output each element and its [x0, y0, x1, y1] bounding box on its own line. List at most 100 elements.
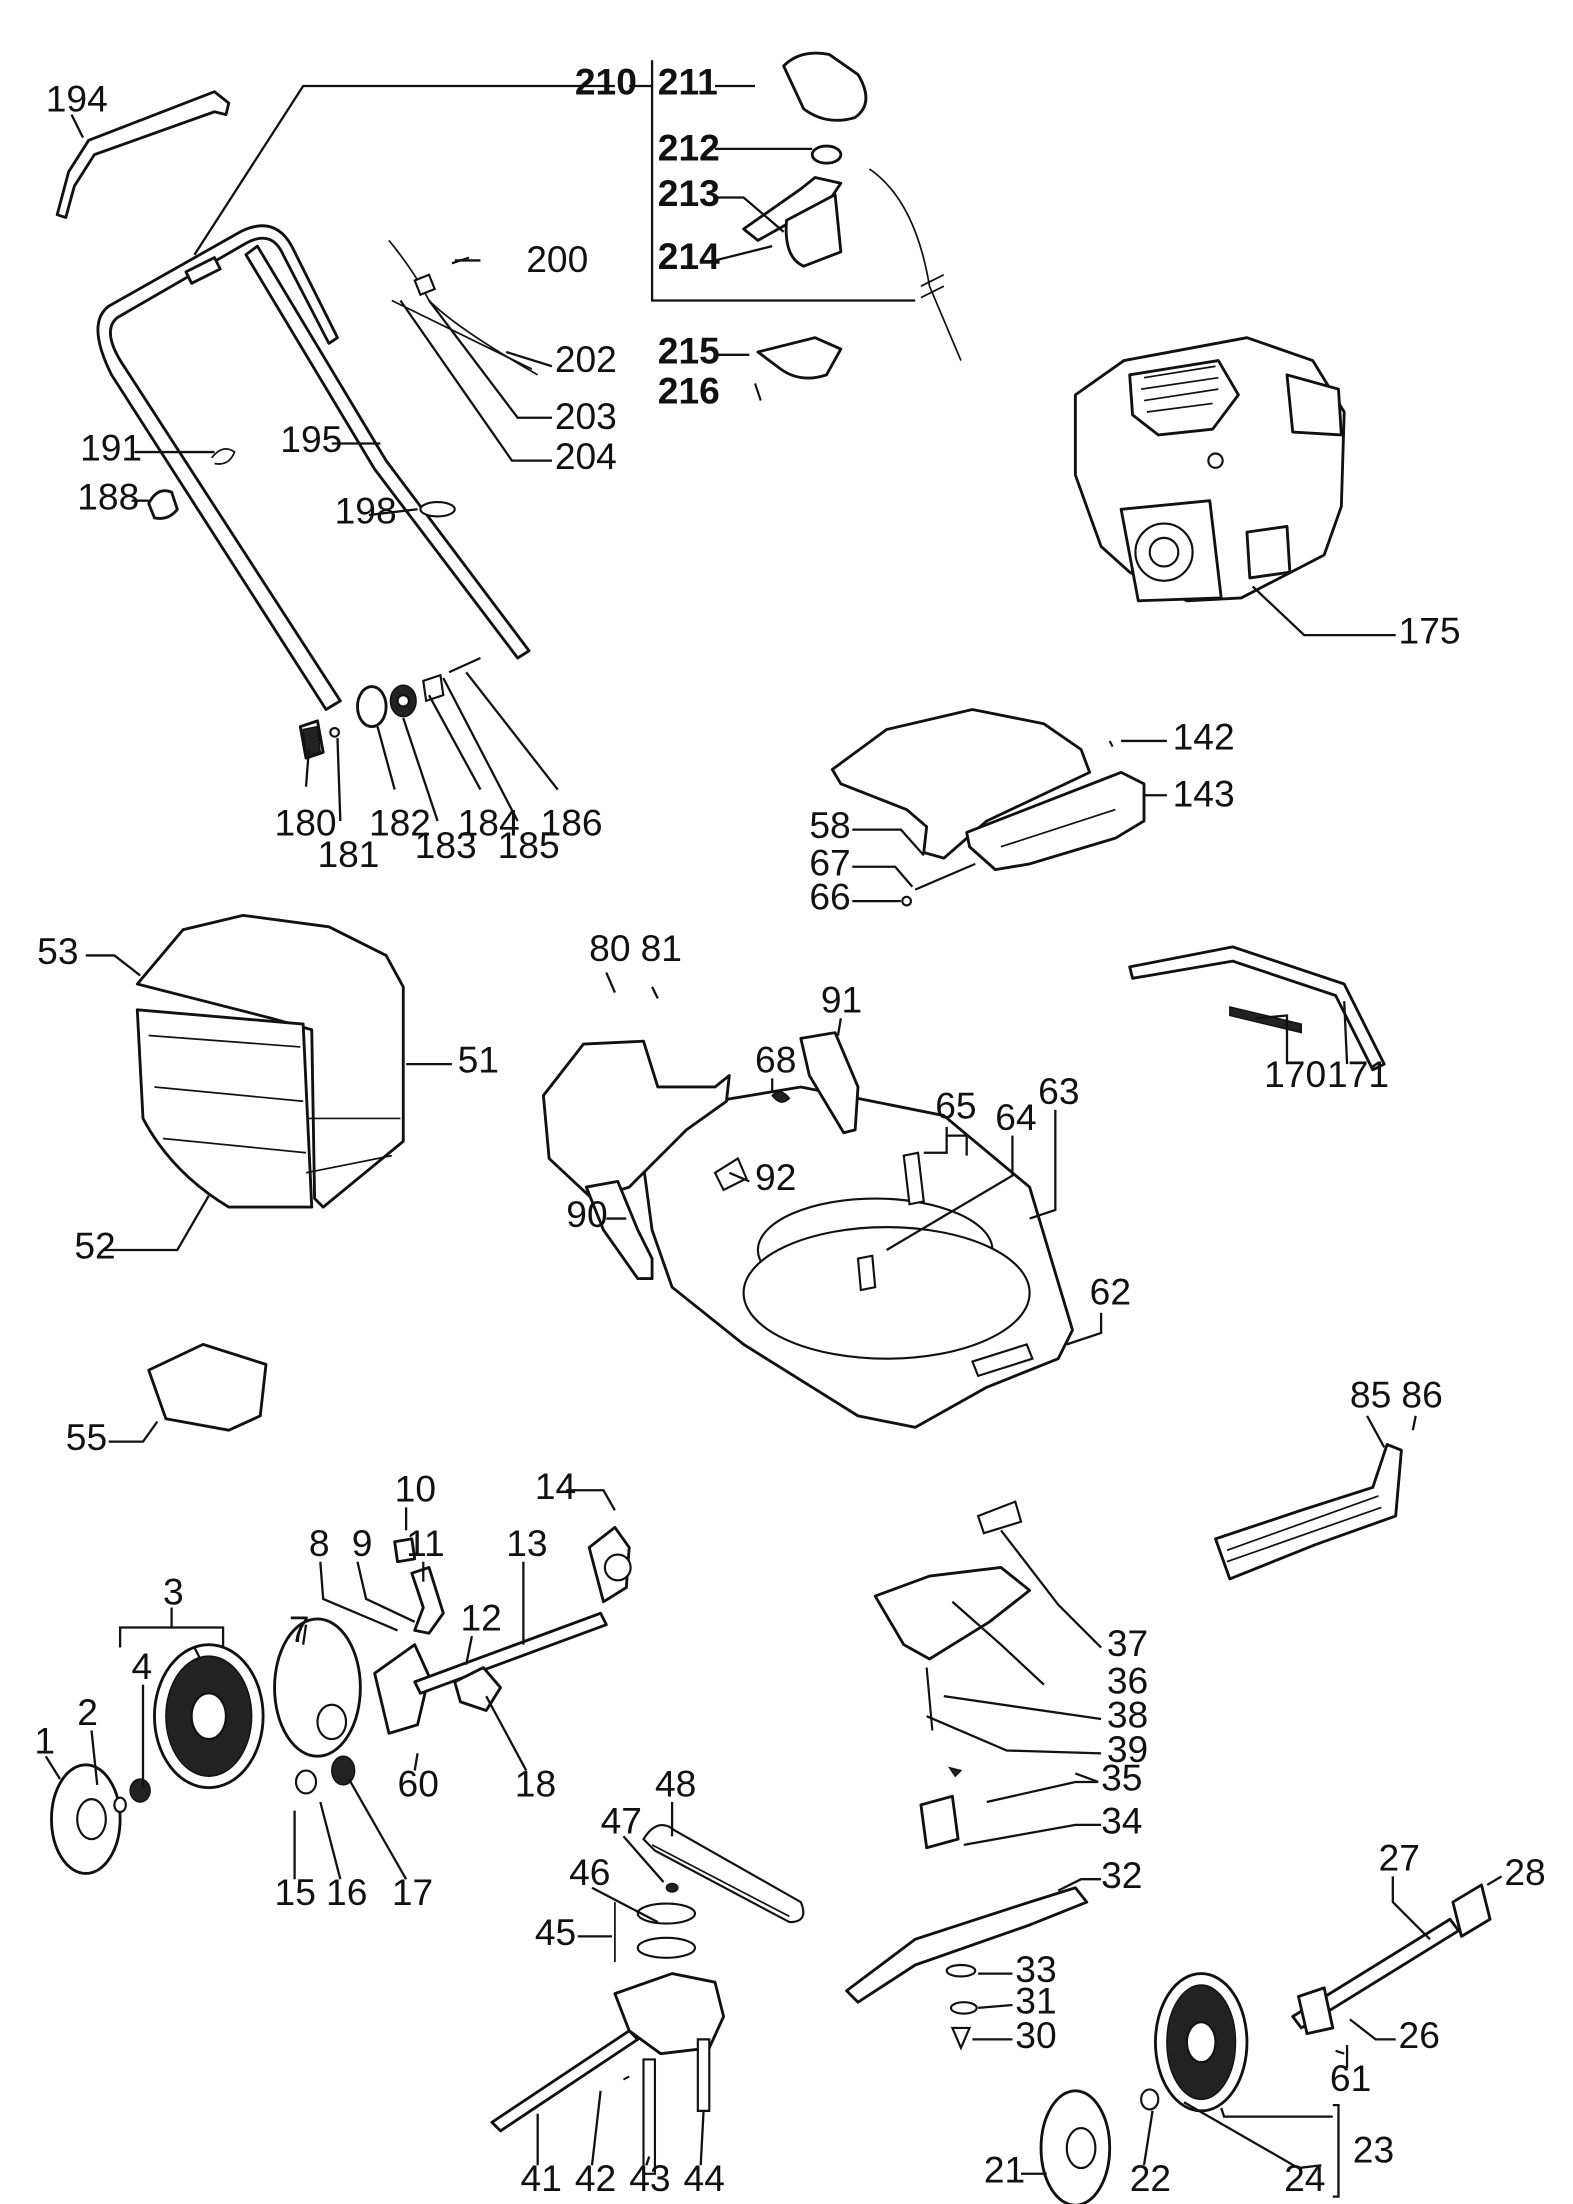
label-91: 91 — [821, 979, 862, 1021]
label-12: 12 — [460, 1596, 501, 1638]
hubcap-21 — [1039, 2089, 1112, 2204]
plug-55 — [147, 1342, 268, 1432]
label-47: 47 — [601, 1799, 642, 1841]
label-180: 180 — [275, 801, 337, 843]
deck-63 — [639, 1085, 1074, 1429]
label-33: 33 — [1015, 1948, 1056, 1990]
label-17: 17 — [392, 1871, 433, 1913]
label-62: 62 — [1090, 1270, 1131, 1312]
label-212: 212 — [658, 126, 720, 168]
label-143: 143 — [1173, 773, 1235, 815]
label-13: 13 — [506, 1522, 547, 1564]
label-9: 9 — [352, 1522, 373, 1564]
label-21: 21 — [984, 2148, 1025, 2190]
label-43: 43 — [629, 2157, 670, 2199]
label-32: 32 — [1101, 1854, 1142, 1896]
label-11: 11 — [406, 1522, 445, 1564]
label-68: 68 — [755, 1039, 796, 1081]
pulley-46 — [636, 1882, 697, 1959]
label-67: 67 — [809, 841, 850, 883]
label-86: 86 — [1401, 1373, 1442, 1415]
callout-labels: 194 210 211 212 213 214 215 216 200 202 … — [34, 61, 1545, 2199]
label-186: 186 — [541, 801, 603, 843]
label-92: 92 — [755, 1156, 796, 1198]
height-lever-assembly — [373, 1525, 632, 1735]
blade-assembly — [845, 1500, 1089, 2051]
label-1: 1 — [34, 1719, 55, 1761]
throttle-assembly — [742, 51, 962, 401]
label-65: 65 — [935, 1084, 976, 1126]
rear-flap-58 — [830, 708, 1146, 907]
label-184: 184 — [458, 801, 520, 843]
label-171: 171 — [1327, 1053, 1389, 1095]
label-36: 36 — [1107, 1659, 1148, 1701]
label-41: 41 — [521, 2157, 562, 2199]
brackets-90-91 — [584, 1031, 860, 1281]
label-35: 35 — [1101, 1757, 1142, 1799]
label-175: 175 — [1399, 610, 1461, 652]
mulch-insert-85 — [1214, 1443, 1403, 1581]
label-182: 182 — [369, 801, 431, 843]
label-215: 215 — [658, 329, 720, 371]
engine-175 — [1073, 336, 1346, 603]
label-63: 63 — [1038, 1070, 1079, 1112]
rear-wheel-3 — [153, 1643, 265, 1790]
label-85: 85 — [1350, 1373, 1391, 1415]
label-66: 66 — [809, 876, 850, 918]
label-39: 39 — [1107, 1728, 1148, 1770]
label-200: 200 — [526, 238, 588, 280]
label-188: 188 — [77, 475, 139, 517]
label-204: 204 — [555, 435, 617, 477]
front-wheel-24 — [1140, 1972, 1249, 2113]
clip-191 — [210, 447, 236, 465]
label-58: 58 — [809, 804, 850, 846]
label-45: 45 — [535, 1911, 576, 1953]
handle-knob-188 — [147, 489, 179, 520]
label-81: 81 — [641, 927, 682, 969]
label-38: 38 — [1107, 1694, 1148, 1736]
label-3: 3 — [163, 1571, 184, 1613]
grass-bag — [135, 913, 405, 1209]
label-2: 2 — [77, 1691, 98, 1733]
label-30: 30 — [1015, 2014, 1056, 2056]
label-210: 210 — [575, 61, 637, 103]
label-80: 80 — [589, 927, 630, 969]
label-64: 64 — [995, 1096, 1036, 1138]
label-18: 18 — [515, 1762, 556, 1804]
front-axle-27 — [1291, 1883, 1492, 2055]
label-26: 26 — [1399, 2014, 1440, 2056]
label-194: 194 — [46, 78, 108, 120]
label-191: 191 — [80, 427, 142, 469]
label-52: 52 — [74, 1225, 115, 1267]
label-203: 203 — [555, 395, 617, 437]
label-213: 213 — [658, 172, 720, 214]
label-51: 51 — [458, 1039, 499, 1081]
label-195: 195 — [280, 418, 342, 460]
label-216: 216 — [658, 369, 720, 411]
label-22: 22 — [1130, 2157, 1171, 2199]
label-34: 34 — [1101, 1799, 1142, 1841]
small-wheel-parts — [113, 1666, 502, 1814]
lower-handle-parts — [298, 657, 481, 760]
label-202: 202 — [555, 338, 617, 380]
hubcap-1 — [50, 1763, 122, 1875]
label-53: 53 — [37, 930, 78, 972]
label-42: 42 — [575, 2157, 616, 2199]
lever-170-171 — [1128, 945, 1386, 1072]
label-4: 4 — [132, 1645, 153, 1687]
label-90: 90 — [566, 1193, 607, 1235]
belt-48 — [642, 1824, 805, 1924]
label-198: 198 — [335, 490, 397, 532]
label-24: 24 — [1284, 2157, 1325, 2199]
label-10: 10 — [395, 1468, 436, 1510]
label-46: 46 — [569, 1851, 610, 1893]
label-185: 185 — [498, 824, 560, 866]
label-181: 181 — [317, 833, 379, 875]
label-15: 15 — [275, 1871, 316, 1913]
gearbox-41 — [490, 1902, 726, 2175]
label-28: 28 — [1504, 1851, 1545, 1893]
label-23: 23 — [1353, 2128, 1394, 2170]
label-16: 16 — [326, 1871, 367, 1913]
label-27: 27 — [1379, 1837, 1420, 1879]
